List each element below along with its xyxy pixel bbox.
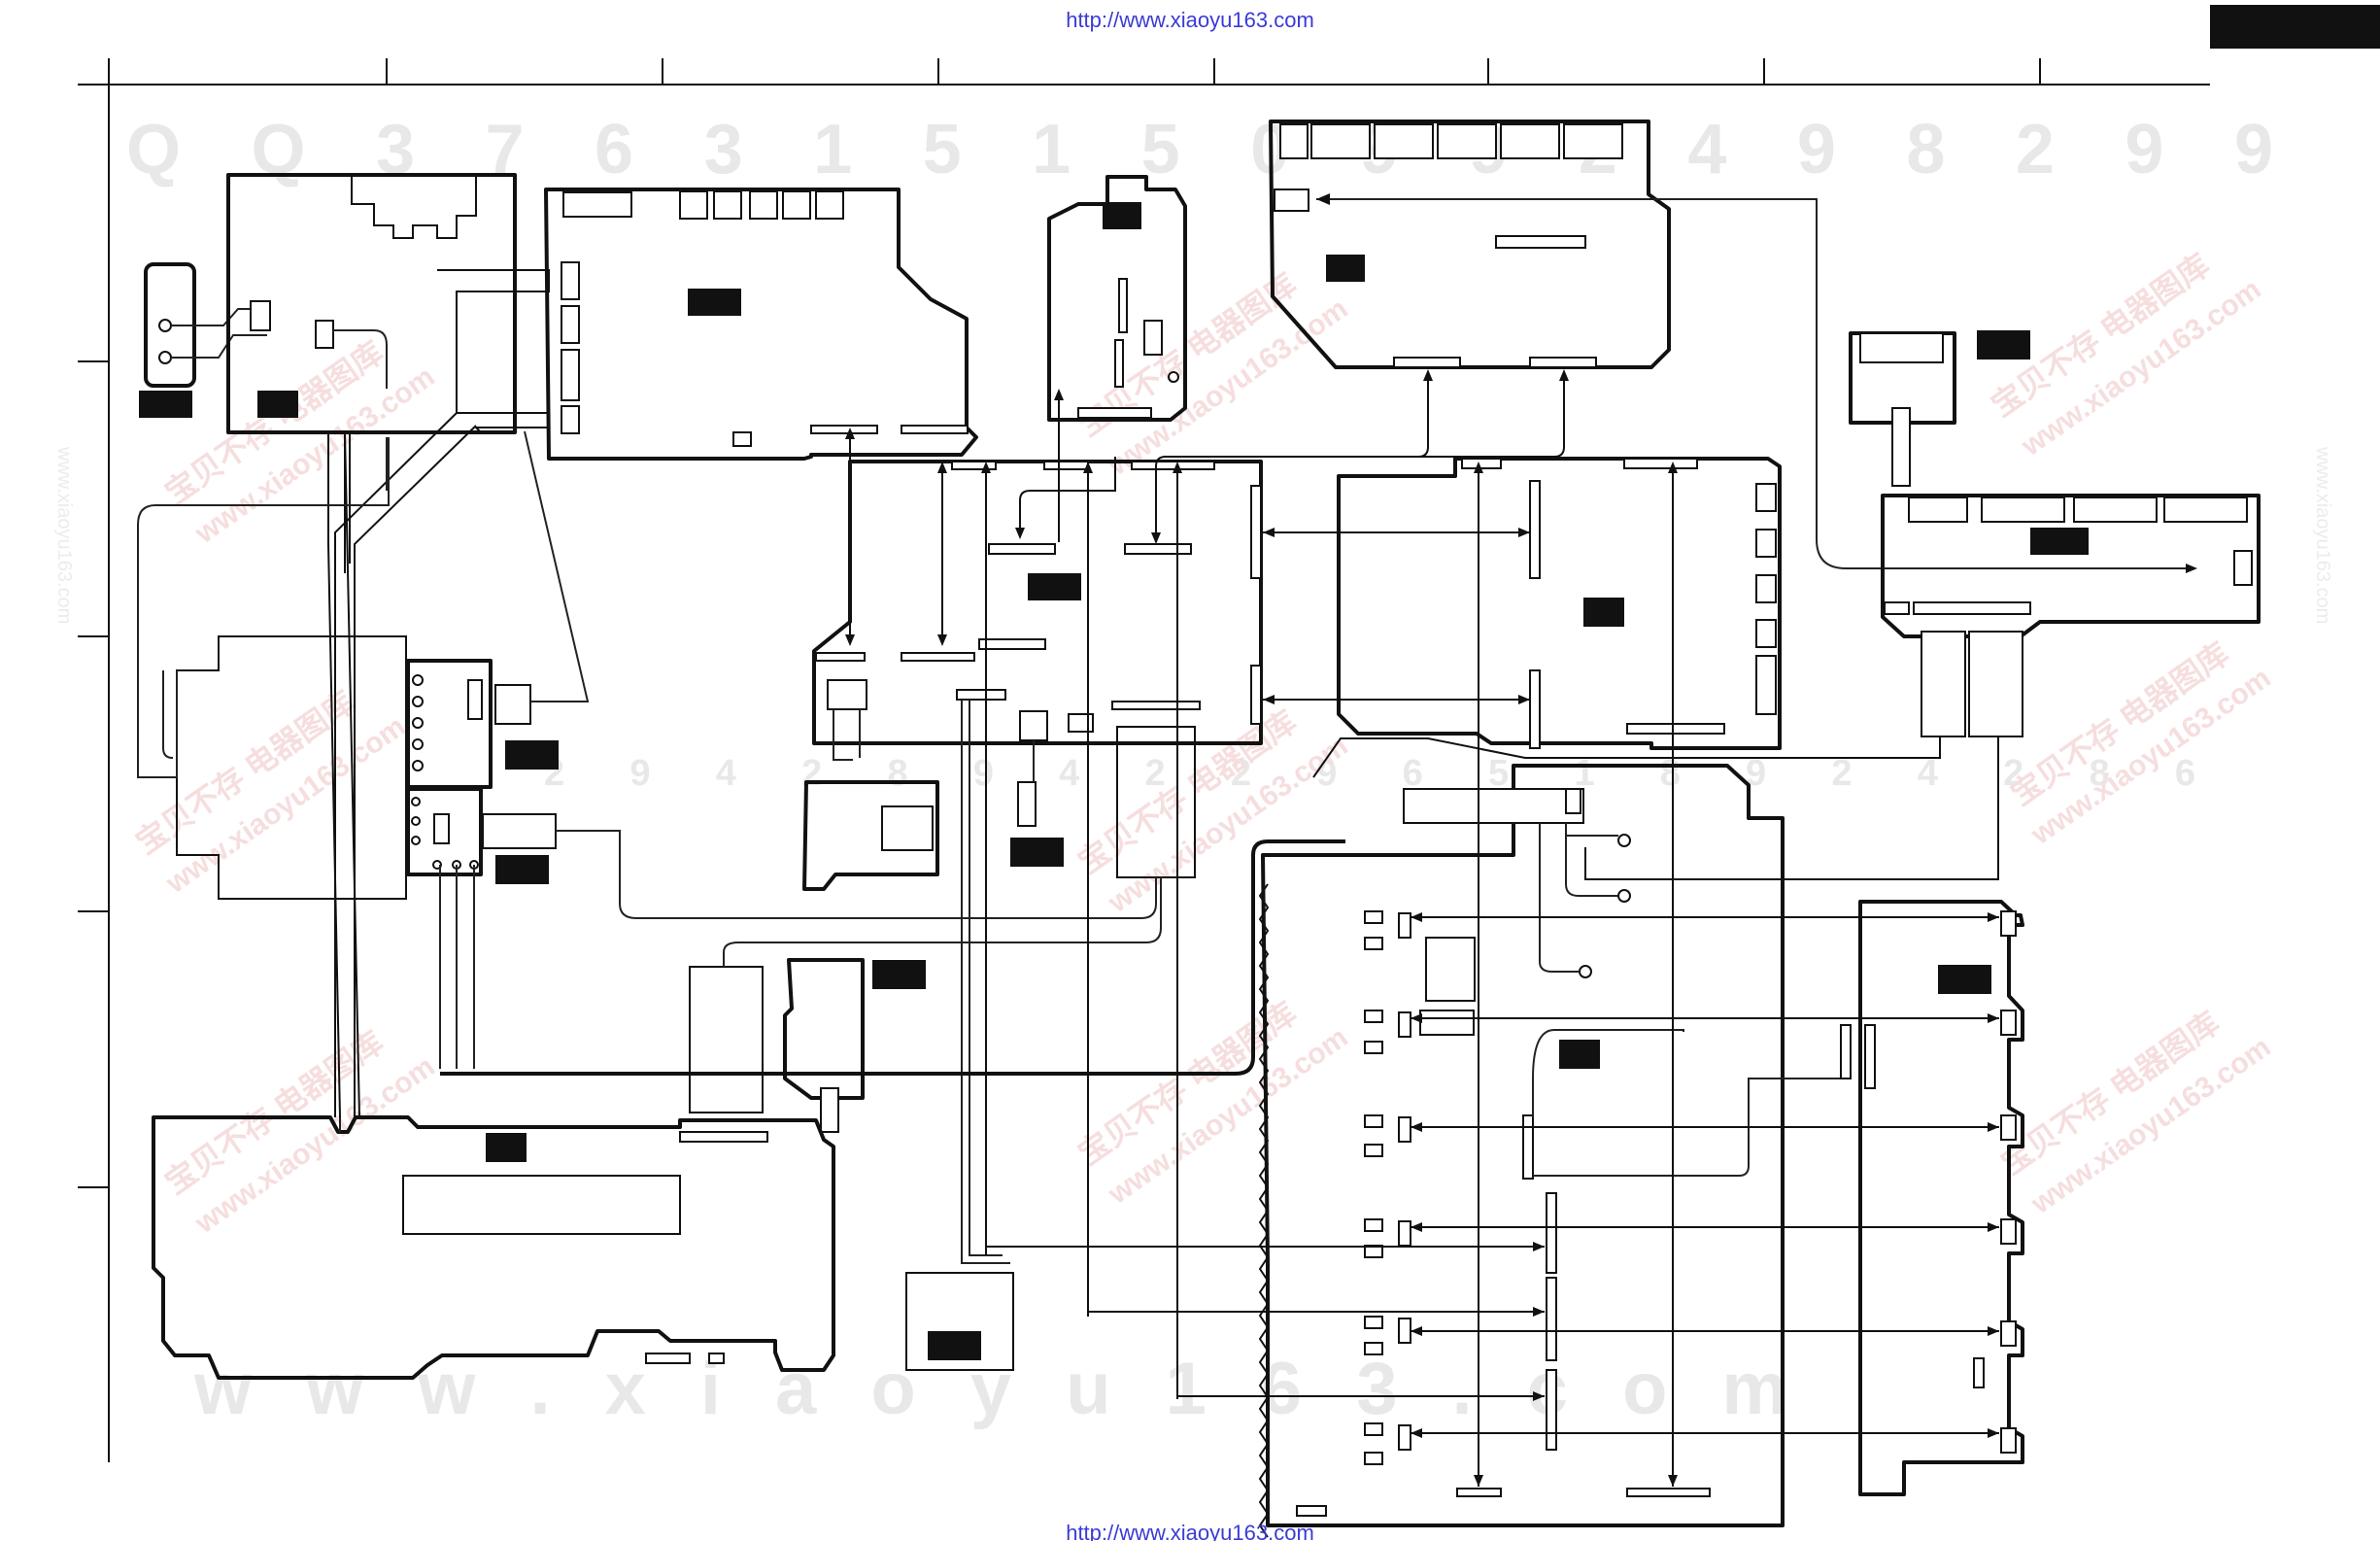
board-label (2030, 528, 2089, 555)
top-url[interactable]: http://www.xiaoyu163.com (1066, 8, 1314, 32)
side-watermark: www.xiaoyu163.com (53, 446, 75, 624)
board-label (257, 391, 298, 418)
page-tab (2210, 5, 2380, 49)
module-center-box (905, 689, 1196, 1371)
board-speaker-terminals (1858, 900, 2024, 1496)
board-center-small (802, 710, 1064, 891)
board-right-center (1337, 457, 1782, 750)
interconnect-arrows (849, 374, 1999, 1487)
board-label (688, 289, 741, 316)
board-label (1938, 965, 1991, 994)
board-top-center (1047, 175, 1187, 422)
module-label (1977, 330, 2030, 360)
board-amp (1258, 764, 1876, 1538)
module-label (928, 1331, 981, 1360)
board-label (495, 855, 549, 884)
flat-cable (327, 269, 550, 1118)
watermark-digits-mid: 2 9 4 2 8 9 4 2 2 9 6 5 1 8 9 2 4 2 8 6 (544, 753, 2195, 794)
side-watermark: www.xiaoyu163.com (2312, 446, 2333, 624)
jack-board-label (139, 391, 192, 418)
module-right-top (1849, 330, 2030, 487)
board-label (1028, 573, 1081, 600)
module-bottom-middle (689, 877, 1162, 1133)
board-left-deck (137, 430, 1157, 1069)
module-label (872, 960, 926, 989)
board-label (1559, 1040, 1600, 1069)
board-label (1103, 202, 1141, 229)
main-harness-loop (440, 839, 1345, 1076)
board-top-left (226, 173, 517, 434)
board-main-top (544, 188, 978, 461)
bottom-url[interactable]: http://www.xiaoyu163.com (1066, 1521, 1314, 1541)
board-label (505, 740, 559, 770)
grid-frame (78, 58, 2210, 1462)
board-label (486, 1133, 527, 1162)
board-label (1326, 255, 1365, 282)
channel-rows (1364, 910, 1411, 1465)
board-label (1010, 838, 1064, 867)
board-label (1583, 598, 1624, 627)
board-front (152, 1115, 835, 1380)
arrow-heads (845, 369, 1999, 1487)
jack-board (139, 262, 267, 418)
board-right-middle (1881, 494, 2261, 737)
board-top-right (1269, 120, 2171, 569)
